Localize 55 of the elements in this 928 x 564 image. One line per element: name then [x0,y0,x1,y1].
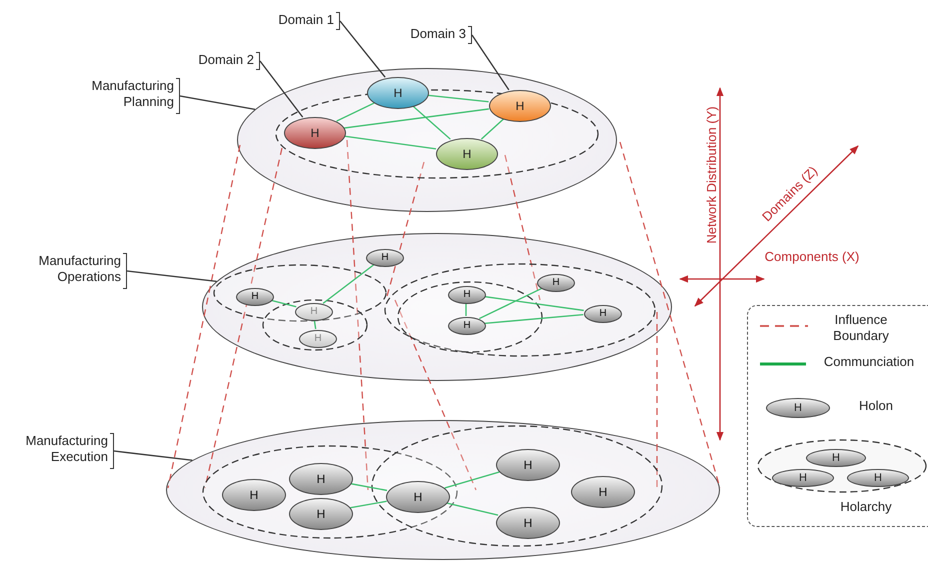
layer-label: Manufacturing Operations [15,253,127,289]
holon-ellipse: H [236,288,274,306]
axis-label: Components (X) [764,249,860,265]
leader-line [471,34,510,90]
communication-line [322,264,374,304]
legend-label: Holarchy [839,499,893,515]
leader-line [259,60,304,118]
holon-ellipse: H [584,305,622,323]
communication-line [344,108,490,129]
communication-line [446,502,498,516]
holon-ellipse: H [537,274,575,292]
communication-line [465,303,467,316]
holon-ellipse: H [448,317,486,335]
communication-line [314,320,316,330]
holon-ellipse: H [299,330,337,348]
communication-line [412,105,451,140]
layer-label: Domain 1 [262,12,340,30]
holon-ellipse: H [489,90,551,122]
leader-line [114,450,192,461]
holon-ellipse: H [289,463,353,495]
holon-ellipse: H [496,507,560,539]
communication-line [479,288,542,320]
holon-ellipse: H [436,138,498,170]
holon-ellipse: H [367,77,429,109]
communication-line [444,471,500,489]
leader-line [340,20,386,78]
holon-ellipse: H [571,476,635,508]
communication-line [350,482,388,492]
holon-ellipse: H [448,286,486,304]
communication-line [480,118,504,140]
holon-ellipse: H [386,481,450,513]
communication-line [270,300,296,308]
legend-label: Holon [858,398,894,414]
holon-ellipse: H [289,498,353,530]
communication-line [344,136,436,150]
holon-ellipse: H [284,117,346,149]
communication-line [350,500,387,508]
communication-line [484,296,584,312]
layer-label: Manufacturing Execution [2,433,114,469]
communication-line [427,94,489,102]
layer-label: Domain 3 [392,26,472,44]
holon-ellipse: H [295,303,333,321]
legend-label: Influence Boundary [832,312,890,344]
holon-ellipse: H [496,449,560,481]
holon-ellipse: H [766,398,830,418]
holon-ellipse: H [222,479,286,511]
layer-label: Manufacturing Planning [68,78,180,114]
leader-line [126,270,217,282]
communication-line [336,102,375,122]
leader-line [180,95,256,110]
layer-label: Domain 2 [180,52,260,70]
holon-ellipse: H [366,249,404,267]
axis-label: Network Distribution (Y) [704,105,720,246]
legend-label: Communciation [822,354,916,370]
communication-line [484,314,584,324]
